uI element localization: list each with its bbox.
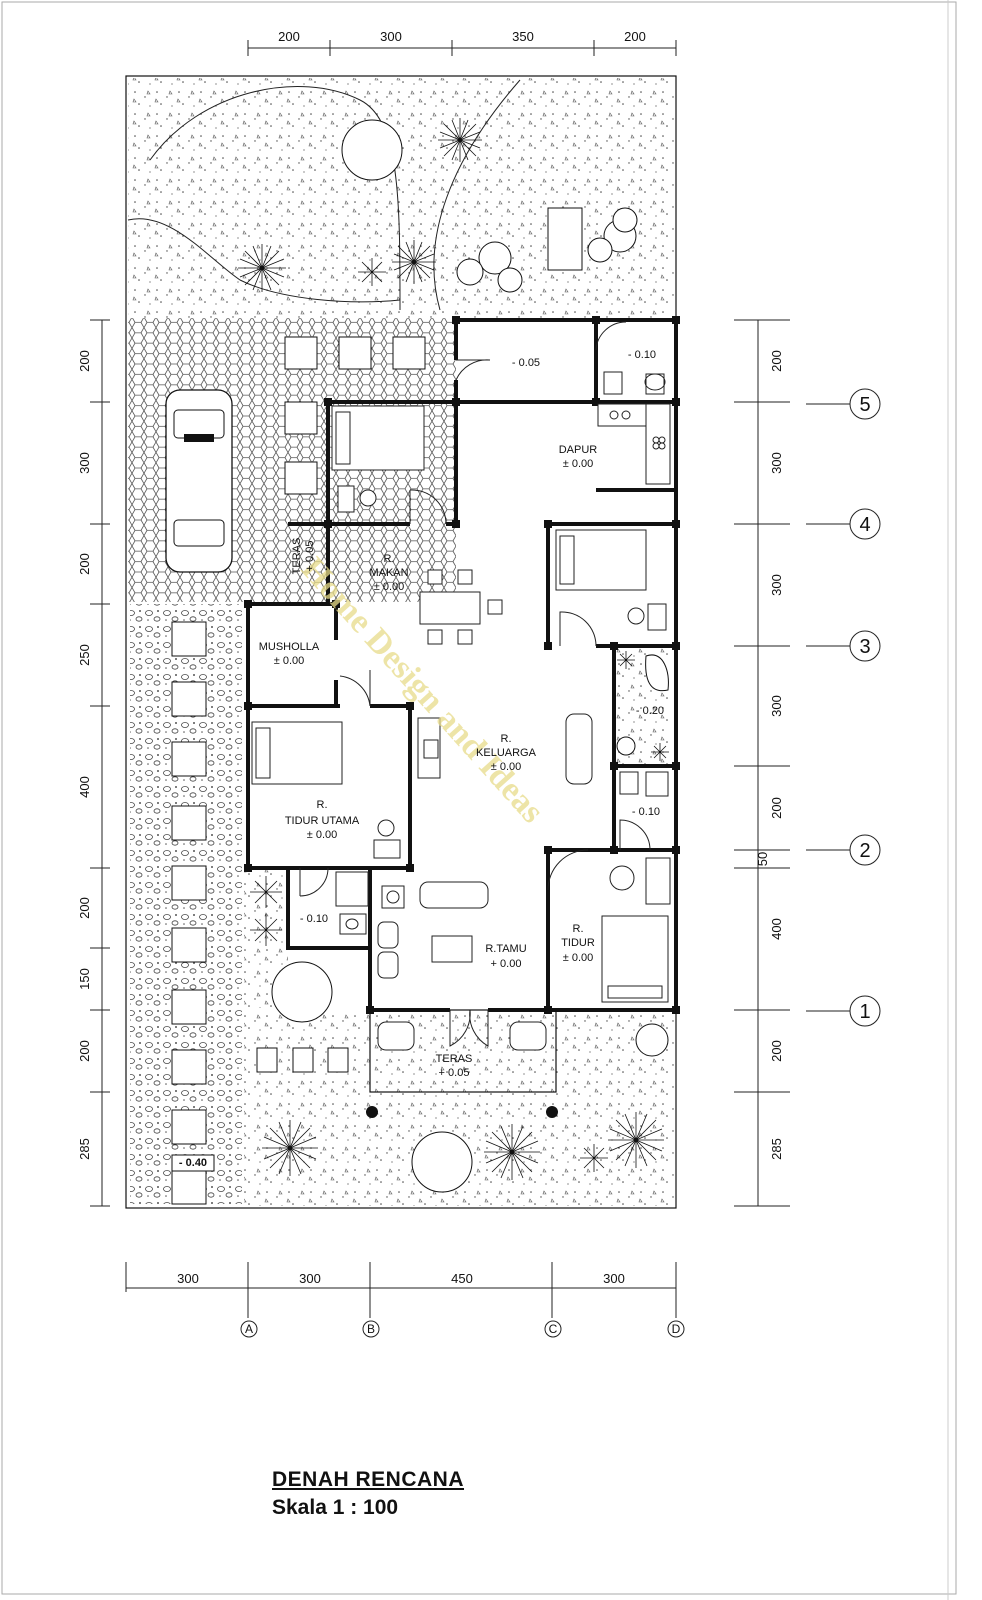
level-garden: - 0.40	[179, 1157, 207, 1169]
columns	[244, 316, 680, 1014]
label-makan-r: R.	[384, 553, 395, 565]
grid-row-3: 3	[859, 636, 870, 658]
dim-top-2: 300	[380, 29, 402, 44]
level-musholla: ± 0.00	[274, 655, 305, 667]
dim-top-4: 200	[624, 29, 646, 44]
dim-left-5: 400	[77, 776, 92, 798]
grid-col-d: D	[672, 1322, 681, 1336]
family-sofa	[417, 713, 593, 785]
level-courtyard: - 0.20	[636, 705, 664, 717]
label-keluarga-r: R.	[501, 733, 512, 745]
walls	[246, 318, 678, 1012]
dim-left-1: 200	[77, 350, 92, 372]
grid-col-c: C	[549, 1322, 558, 1336]
dims-right	[734, 319, 790, 1207]
level-tidur: ± 0.00	[563, 952, 594, 964]
level-wc-mid: - 0.10	[632, 806, 660, 818]
dim-right-extra: 50	[755, 852, 770, 866]
label-keluarga: KELUARGA	[476, 747, 537, 759]
bed-icons	[251, 405, 669, 1003]
level-dapur: ± 0.00	[563, 458, 594, 470]
dim-right-4: 300	[769, 695, 784, 717]
label-makan: MAKAN	[369, 567, 408, 579]
dim-bottom-1: 300	[177, 1271, 199, 1286]
dims-top	[247, 40, 677, 56]
level-tidur-utama: ± 0.00	[307, 829, 338, 841]
label-dapur: DAPUR	[559, 444, 598, 456]
dim-left-3: 200	[77, 553, 92, 575]
dim-bottom-4: 300	[603, 1271, 625, 1286]
label-teras: TERAS	[436, 1053, 473, 1065]
page-frame	[1, 1, 957, 1595]
dim-left-8: 200	[77, 1040, 92, 1062]
grid-row-5: 5	[859, 394, 870, 416]
garden-chairs	[256, 1047, 349, 1073]
level-wc-top: - 0.10	[628, 349, 656, 361]
dim-left-4: 250	[77, 644, 92, 666]
shrub-icons	[238, 118, 669, 1180]
level-teras-side: + 0.05	[304, 541, 316, 572]
dim-left-6: 200	[77, 897, 92, 919]
dim-right-7: 200	[769, 1040, 784, 1062]
dims-left	[90, 319, 110, 1207]
dim-bottom-2: 300	[299, 1271, 321, 1286]
label-tidur: TIDUR	[561, 937, 595, 949]
grid-row-1: 1	[859, 1001, 870, 1023]
grid-row-4: 4	[859, 514, 870, 536]
level-service-top: - 0.05	[512, 357, 540, 369]
grid-col-b: B	[367, 1322, 375, 1336]
dim-right-8: 285	[769, 1138, 784, 1160]
stepping-stones	[171, 621, 207, 1205]
drawing-scale: Skala 1 : 100	[272, 1496, 399, 1519]
dim-right-5: 200	[769, 797, 784, 819]
grid-row-2: 2	[859, 840, 870, 862]
door-swings	[299, 321, 651, 1047]
kitchen-counter	[597, 403, 671, 485]
level-teras: + 0.05	[439, 1067, 470, 1079]
level-tamu: + 0.00	[491, 958, 522, 970]
dim-left-7: 150	[77, 968, 92, 990]
grid-col-a: A	[245, 1322, 253, 1336]
label-tidur-r: R.	[573, 923, 584, 935]
tree-canopy-icons	[271, 119, 669, 1193]
room-labels: DAPUR ± 0.00 R. MAKAN ± 0.00 TERAS + 0.0…	[179, 349, 664, 1169]
front-garden	[128, 78, 674, 318]
dim-top-1: 200	[278, 29, 300, 44]
car-icon	[165, 389, 233, 573]
level-keluarga: ± 0.00	[491, 761, 522, 773]
label-tidur-utama-r: R.	[317, 799, 328, 811]
dining-table	[419, 569, 503, 645]
living-room-furniture	[377, 881, 489, 979]
dim-right-1: 200	[769, 350, 784, 372]
dim-right-3: 300	[769, 574, 784, 596]
dims-bottom	[125, 1262, 677, 1318]
label-tamu: R.TAMU	[485, 943, 526, 955]
dim-top-3: 350	[512, 29, 534, 44]
drawing-title: DENAH RENCANA	[272, 1468, 465, 1491]
title-block: DENAH RENCANA Skala 1 : 100	[272, 1468, 464, 1520]
level-makan: ± 0.00	[374, 581, 405, 593]
level-wc-left: - 0.10	[300, 913, 328, 925]
dim-bottom-3: 450	[451, 1271, 473, 1286]
dim-right-2: 300	[769, 452, 784, 474]
label-tidur-utama: TIDUR UTAMA	[285, 815, 360, 827]
dim-left-2: 300	[77, 452, 92, 474]
dim-left-9: 285	[77, 1138, 92, 1160]
dim-right-6: 400	[769, 918, 784, 940]
label-musholla: MUSHOLLA	[259, 641, 320, 653]
label-teras-side: TERAS	[291, 538, 303, 575]
